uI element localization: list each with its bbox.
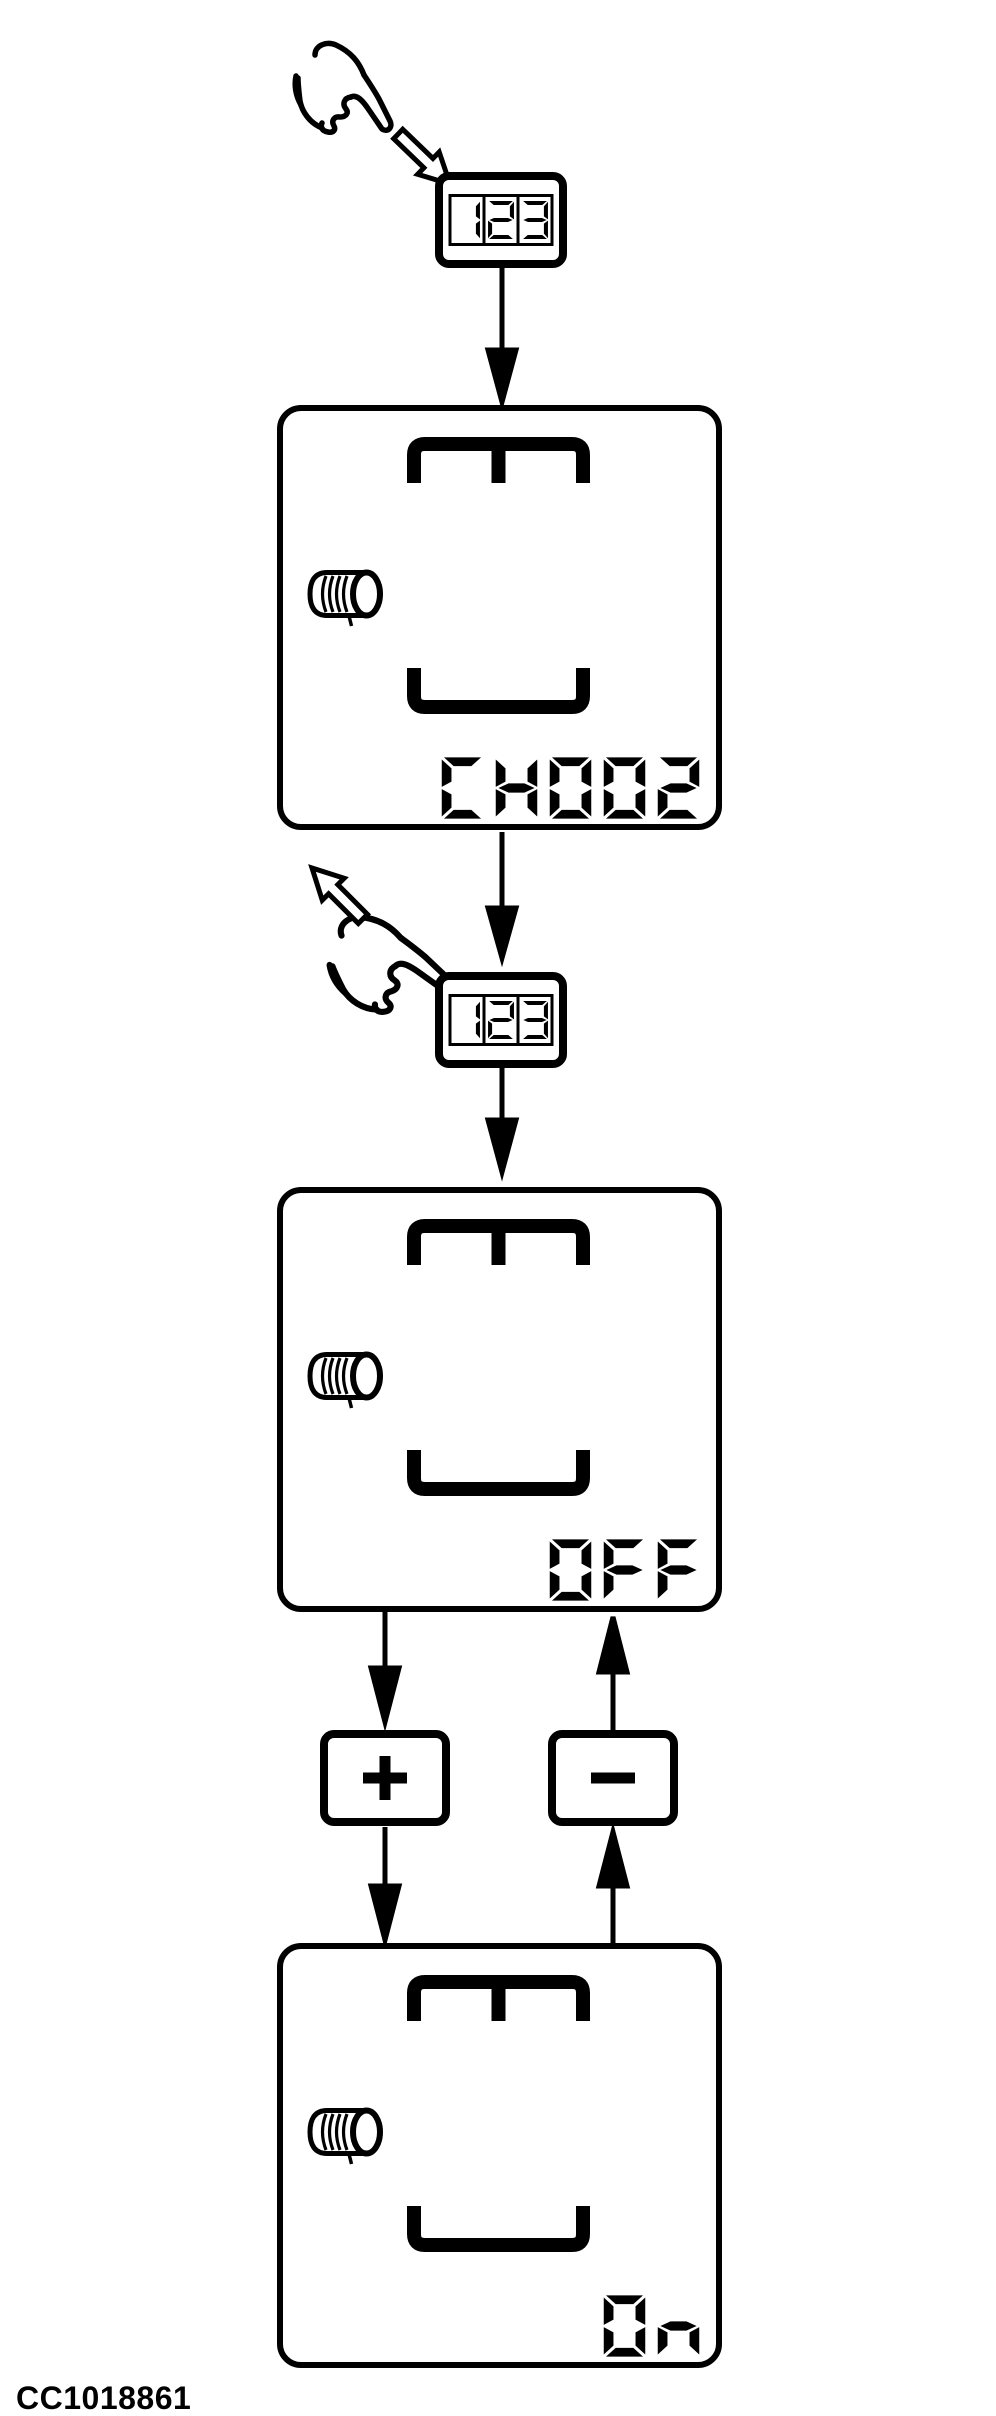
lcd-char	[441, 757, 482, 819]
flow-arrow-minus-to-screen2	[595, 1616, 631, 1731]
flow-arrow-screen2-to-plus	[367, 1612, 403, 1732]
bale-chamber-icon	[307, 1219, 590, 1496]
screen-off	[277, 1187, 722, 1612]
release-arrow-icon	[308, 864, 372, 928]
lcd-char	[475, 1001, 480, 1039]
screen-channel	[277, 405, 722, 830]
lcd-char	[549, 1539, 592, 1601]
lcd-char	[495, 759, 538, 817]
bale-chamber-icon	[307, 437, 590, 714]
hand-press-icon	[292, 40, 394, 135]
bale-chamber-icon	[307, 1975, 590, 2252]
flow-arrow-button-to-screen1	[484, 268, 520, 412]
lcd-char	[657, 2321, 700, 2355]
lcd-char	[603, 2295, 646, 2357]
digit-cell	[520, 197, 551, 243]
digit-button-release	[435, 972, 567, 1068]
digit-cell	[452, 197, 486, 243]
minus-button	[548, 1730, 678, 1826]
digit-button-press	[435, 172, 567, 268]
flow-arrow-button-to-screen2	[484, 1068, 520, 1182]
lcd-char	[657, 1539, 698, 1599]
figure-code: CC1018861	[16, 2380, 192, 2416]
lcd-readout-channel	[432, 756, 702, 820]
screen-on	[277, 1943, 722, 2368]
digit-cell	[520, 997, 551, 1043]
lcd-char	[475, 201, 480, 239]
spool-icon	[307, 1351, 383, 1409]
lcd-char	[488, 200, 514, 240]
spool-icon	[307, 2107, 383, 2165]
digit-cell	[486, 997, 520, 1043]
press-arrow-icon	[390, 125, 454, 188]
lcd-char	[488, 1000, 514, 1040]
minus-icon	[591, 1772, 635, 1784]
digit-button-display	[448, 194, 554, 246]
flow-arrow-plus-to-screen3	[367, 1827, 403, 1950]
spool-icon	[307, 569, 383, 627]
lcd-readout-on	[594, 2294, 702, 2358]
flow-arrow-screen1-to-button	[484, 832, 520, 968]
lcd-readout-off	[540, 1538, 702, 1602]
lcd-char	[603, 757, 646, 819]
lcd-char	[523, 1000, 548, 1040]
lcd-char	[549, 757, 592, 819]
plus-icon	[363, 1756, 407, 1800]
plus-button	[320, 1730, 450, 1826]
digit-cell	[486, 197, 520, 243]
lcd-char	[523, 200, 548, 240]
digit-cell	[452, 997, 486, 1043]
lcd-char	[603, 1539, 644, 1599]
hand-release-icon	[326, 913, 452, 1015]
flow-arrow-screen3-to-minus	[595, 1822, 631, 1944]
lcd-char	[657, 757, 700, 819]
digit-button-display	[448, 994, 554, 1046]
